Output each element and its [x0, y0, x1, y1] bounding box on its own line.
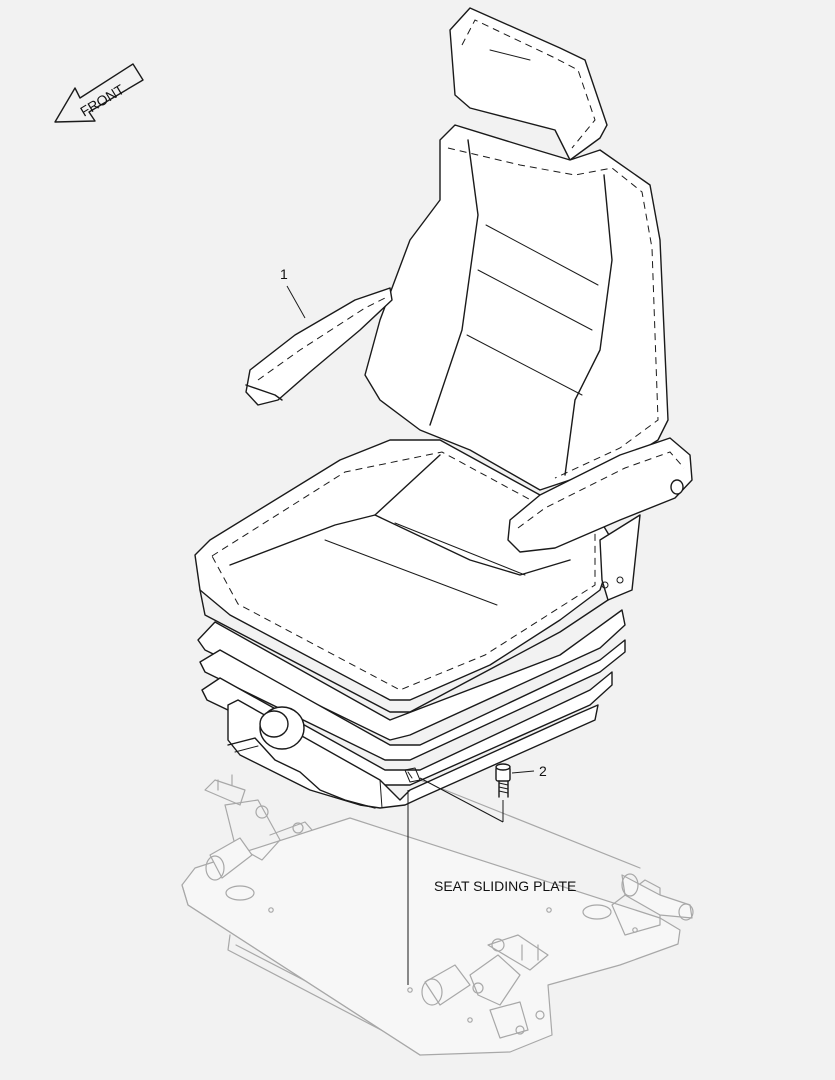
armrest-left [245, 287, 393, 406]
right-bolt [472, 982, 484, 994]
left-rod [269, 821, 313, 836]
right-mount-plate [487, 934, 549, 971]
right-bolt [491, 938, 505, 952]
headrest [449, 7, 608, 161]
bolt-thread [498, 782, 509, 794]
right-lower-block [489, 1001, 529, 1039]
base-tab-mark [407, 771, 413, 779]
cylinder-nut [678, 903, 694, 921]
backrest-stitch-2 [477, 269, 593, 331]
base-corner [379, 779, 383, 809]
left-handle-cylinder [209, 837, 253, 879]
seat-sliding-plate-label: SEAT SLIDING PLATE [434, 878, 576, 894]
bolt-shank [498, 780, 509, 798]
armrest-left-end [245, 384, 283, 401]
plate-edge [181, 884, 421, 1056]
cushion-bolster-left [229, 454, 441, 566]
base-tab [404, 767, 421, 783]
callout-2-leader [511, 770, 535, 774]
right-handle-cylinder [424, 964, 471, 1006]
seat-sliding-plate [181, 774, 694, 1056]
armrest-left-seam [257, 297, 386, 381]
backrest-seam [447, 147, 659, 479]
plate-rivet [467, 1017, 473, 1023]
plate-rivet [268, 907, 274, 913]
suspension-layer-2 [199, 639, 626, 761]
backrest-bolster-left [429, 139, 479, 426]
left-rod-nut [292, 822, 304, 834]
left-lever-arm [224, 799, 281, 861]
right-lower-nut [515, 1025, 525, 1035]
plate-right-cylinder [621, 874, 693, 919]
backrest-bolster-right [564, 174, 613, 476]
plate-rivet [407, 987, 413, 993]
right-lever-arm [469, 954, 521, 1006]
cylinder-end [621, 873, 639, 897]
callout-2: 2 [511, 763, 547, 779]
headrest-line [489, 49, 531, 61]
plate-hole-right [582, 904, 612, 920]
armrest-knob [670, 479, 684, 495]
bracket-bolt [616, 576, 624, 584]
bolt-guide-line [419, 777, 504, 823]
bracket-bolt [601, 581, 609, 589]
armrest-bracket [599, 514, 641, 601]
front-arrow-shape [54, 63, 144, 123]
left-bolt [255, 805, 269, 819]
right-lower-nut [535, 1010, 545, 1020]
left-handle-end [205, 855, 225, 881]
callout-1: 1 [280, 266, 306, 319]
cushion-stitch-1 [324, 539, 498, 606]
callout-2-number: 2 [539, 763, 547, 779]
armrest-right [507, 437, 693, 553]
cushion-stitch-2 [394, 522, 526, 576]
armrest-right-seam [517, 451, 685, 529]
right-handle-end [421, 978, 443, 1006]
callout-1-number: 1 [280, 266, 288, 282]
front-arrow-label: FRONT [77, 81, 127, 120]
backrest-stitch-1 [485, 224, 599, 286]
seat-base [227, 699, 599, 809]
base-rail-inner [234, 745, 259, 753]
plate-rivet [546, 907, 552, 913]
base-rail [227, 737, 376, 809]
weight-adjust-knob-face [259, 710, 289, 738]
front-arrow: FRONT [54, 63, 144, 123]
plate-connector-line [419, 779, 641, 869]
left-mount-plate [204, 779, 246, 806]
operator-seat [194, 7, 693, 809]
callout-1-leader [286, 285, 306, 319]
bolt [495, 763, 511, 798]
right-mount-studs [521, 944, 539, 961]
bolt-head-top [495, 763, 511, 771]
backrest-stitch-3 [466, 334, 583, 396]
backrest [364, 124, 669, 491]
left-mount-studs [217, 774, 233, 791]
cushion-front-ridge [374, 514, 571, 576]
plate-hole-left [225, 885, 255, 901]
cushion-seam [211, 451, 596, 691]
